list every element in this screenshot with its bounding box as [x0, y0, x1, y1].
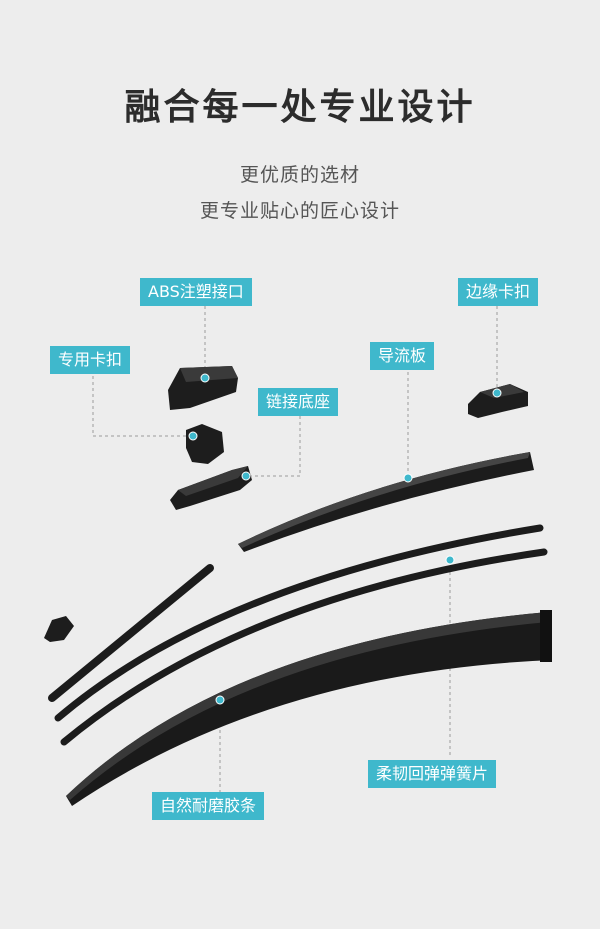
- label-link-base: 链接底座: [258, 388, 339, 416]
- page-title: 融合每一处专业设计: [124, 87, 476, 128]
- abs-connector-part: [168, 366, 238, 410]
- label-flexible-spring: 柔韧回弹弹簧片: [368, 760, 497, 788]
- dot-link-base: [241, 471, 251, 481]
- label-edge-clip: 边缘卡扣: [458, 278, 539, 306]
- leader-dedicated-clip: [92, 376, 193, 437]
- subtitle-line-2: 更专业贴心的匠心设计: [199, 200, 400, 222]
- dot-dedicated-clip: [188, 431, 198, 441]
- dot-spoiler: [403, 473, 413, 483]
- label-rubber-strip: 自然耐磨胶条: [152, 792, 265, 820]
- label-abs-connector: ABS注塑接口: [140, 278, 252, 306]
- dot-flexible-spring: [445, 555, 455, 565]
- flexible-spring-part: [48, 524, 548, 746]
- dedicated-clip-part: [186, 424, 224, 464]
- dot-abs-connector: [200, 373, 210, 383]
- link-base-part: [170, 466, 252, 510]
- spoiler-part: [238, 452, 534, 552]
- end-cap-part: [44, 616, 74, 642]
- label-dedicated-clip: 专用卡扣: [50, 346, 131, 374]
- dot-edge-clip: [492, 388, 502, 398]
- subtitle-line-1: 更优质的选材: [239, 164, 360, 186]
- label-spoiler: 导流板: [370, 342, 435, 370]
- leader-link-base: [246, 416, 301, 477]
- rubber-strip-part: [66, 610, 552, 806]
- dot-rubber-strip: [215, 695, 225, 705]
- edge-clip-part: [468, 384, 528, 418]
